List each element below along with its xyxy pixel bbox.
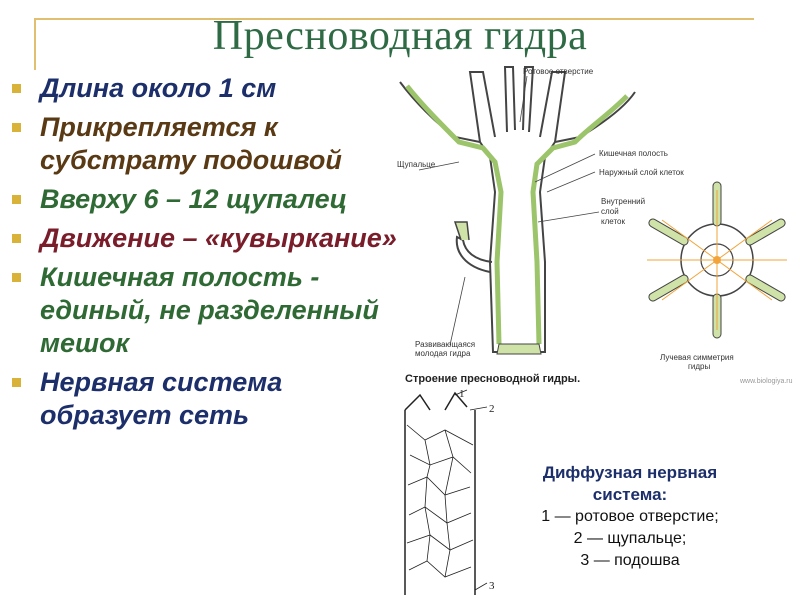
bullet-square-icon (12, 273, 21, 282)
radial-symmetry-diagram (647, 181, 787, 339)
watermark-text: www.biologiya.ru (740, 378, 793, 385)
bullet-item: Нервная система образует сеть (10, 366, 400, 432)
bullet-square-icon (12, 84, 21, 93)
bullet-text: Нервная система образует сеть (40, 367, 283, 430)
bullet-list: Длина около 1 см Прикрепляется к субстра… (10, 72, 400, 438)
bullet-text: Прикрепляется к субстрату подошвой (40, 112, 342, 175)
bullet-text: Вверху 6 – 12 щупалец (40, 184, 348, 214)
nerve-title-1: Диффузная нервная (542, 463, 718, 482)
label-sym-2: гидры (688, 362, 711, 371)
frame-left-line (34, 18, 36, 70)
nerve-net-diagram: 1 2 3 (375, 388, 495, 595)
bullet-item: Прикрепляется к субстрату подошвой (10, 111, 400, 177)
frame-top-line (34, 18, 754, 20)
nerve-title-2: система: (592, 485, 668, 504)
label-mouth: Ротовое отверстие (523, 67, 594, 76)
bullet-item: Длина около 1 см (10, 72, 400, 105)
label-inner-3: клеток (601, 217, 625, 226)
nerve-label-1: 1 (459, 388, 465, 400)
label-inner-2: слой (601, 207, 619, 216)
slide-title: Пресноводная гидра (212, 13, 588, 59)
bullet-text: Длина около 1 см (40, 73, 277, 103)
hydra-structure-diagram: Ротовое отверстие Щупальце Кишечная поло… (397, 66, 787, 371)
diagram-caption: Строение пресноводной гидры. (405, 373, 581, 385)
label-inner-1: Внутренний (601, 197, 645, 206)
bullet-text: Движение – «кувыркание» (40, 223, 397, 253)
bullet-item: Кишечная полость - единый, не разделенны… (10, 261, 400, 360)
bullet-item: Движение – «кувыркание» (10, 222, 400, 255)
label-bud-1: Развивающаяся (415, 340, 475, 349)
bullet-square-icon (12, 195, 21, 204)
bullet-square-icon (12, 123, 21, 132)
bullet-text: Кишечная полость - единый, не разделенны… (40, 262, 379, 358)
nerve-item-2: 2 — щупальце; (573, 530, 687, 547)
label-bud-2: молодая гидра (415, 349, 471, 358)
nerve-label-3: 3 (489, 580, 495, 592)
nerve-label-2: 2 (489, 403, 495, 415)
label-sym-1: Лучевая симметрия (660, 353, 734, 362)
nerve-legend: Диффузная нервная система: 1 — ротовое о… (505, 462, 755, 572)
bullet-square-icon (12, 234, 21, 243)
bullet-item: Вверху 6 – 12 щупалец (10, 183, 400, 216)
nerve-item-1: 1 — ротовое отверстие; (541, 508, 719, 525)
label-gut: Кишечная полость (599, 149, 668, 158)
label-tentacle: Щупальце (397, 160, 436, 169)
label-outer: Наружный слой клеток (599, 168, 684, 177)
nerve-item-3: 3 — подошва (580, 552, 680, 569)
bullet-square-icon (12, 378, 21, 387)
